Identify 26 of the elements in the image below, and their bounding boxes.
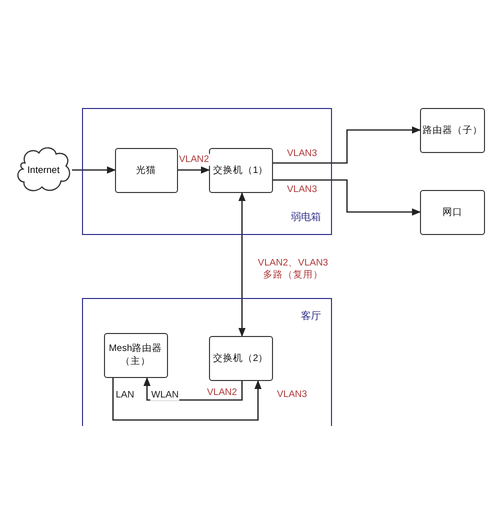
node-label: 交换机（2）: [212, 352, 270, 364]
device-box: [420, 190, 485, 235]
node-label: 交换机（1）: [212, 164, 270, 176]
arrow: [238, 192, 246, 337]
group-title: 客厅: [301, 310, 321, 323]
arrow: [273, 179, 421, 216]
port-label: WLAN: [150, 390, 180, 400]
device-box: [114, 148, 178, 192]
node-label: 网口: [442, 206, 464, 219]
edge-label: VLAN2、VLAN3 多路（复用）: [256, 258, 330, 282]
device-box: [420, 108, 485, 153]
node-label: Internet: [26, 164, 61, 176]
arrow: [112, 378, 262, 421]
port-label: LAN: [114, 390, 136, 400]
arrow: [273, 126, 421, 164]
node-label: Mesh路由器（主）: [108, 342, 164, 368]
group-frame: [82, 108, 332, 235]
node-label: 光猫: [135, 164, 157, 176]
arrow: [72, 166, 116, 174]
device-box: [104, 332, 168, 378]
arrow: [178, 166, 210, 174]
node-label: 路由器（子）: [422, 124, 484, 137]
device-box: [208, 148, 272, 192]
group-title: 弱电箱: [291, 210, 321, 224]
edge-label: VLAN2: [178, 154, 210, 166]
device-box: [208, 336, 272, 380]
